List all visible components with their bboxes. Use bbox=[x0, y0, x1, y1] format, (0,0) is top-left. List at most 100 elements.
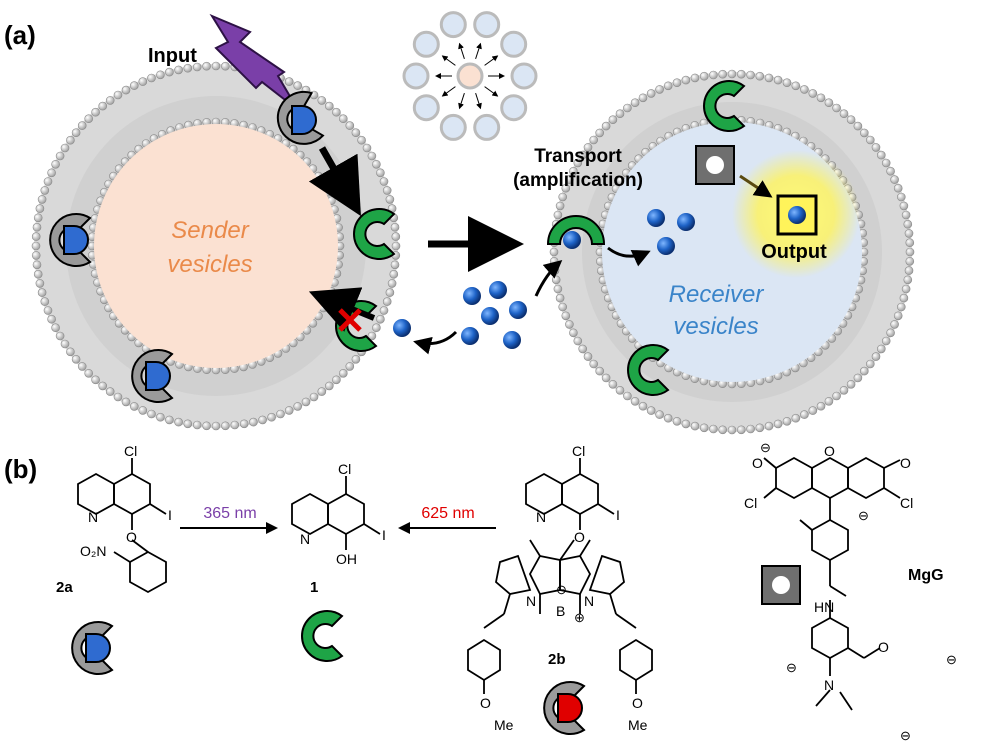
membrane-bead bbox=[663, 81, 673, 91]
cl-mgg-left: Cl bbox=[744, 495, 757, 511]
membrane-bead bbox=[156, 70, 165, 80]
vesicle-ring-member bbox=[402, 62, 430, 90]
structure-2b bbox=[467, 458, 653, 694]
membrane-bead bbox=[324, 381, 334, 391]
membrane-bead bbox=[681, 75, 691, 85]
membrane-bead bbox=[379, 177, 389, 186]
membrane-bead bbox=[890, 320, 899, 329]
membrane-bead bbox=[871, 143, 881, 152]
membrane-bead bbox=[60, 339, 70, 349]
membrane-bead bbox=[886, 166, 895, 176]
membrane-bead bbox=[746, 70, 755, 80]
membrane-bead bbox=[727, 425, 737, 435]
membrane-bead bbox=[681, 419, 691, 429]
membrane-bead bbox=[791, 413, 801, 423]
o-ome-left: O bbox=[480, 695, 491, 711]
membrane-bead bbox=[357, 135, 366, 145]
membrane-bead bbox=[351, 354, 361, 364]
membrane-bead bbox=[382, 186, 392, 195]
membrane-bead bbox=[71, 128, 81, 137]
cl-mgg-right: Cl bbox=[900, 495, 913, 511]
membrane-bead bbox=[372, 323, 381, 333]
membrane-bead bbox=[655, 410, 664, 419]
vesicle-ring-arrow bbox=[458, 42, 465, 60]
membrane-bead bbox=[569, 166, 578, 176]
membrane-bead bbox=[221, 61, 230, 71]
membrane-bead bbox=[904, 266, 914, 275]
membrane-bead bbox=[35, 204, 45, 213]
structure-1 bbox=[291, 476, 381, 550]
membrane-bead bbox=[782, 416, 792, 426]
vesicle-ring-arrow bbox=[458, 92, 465, 110]
membrane-bead bbox=[202, 421, 211, 431]
membrane-bead bbox=[578, 344, 588, 354]
o-ome-right: O bbox=[632, 695, 643, 711]
o-mgg-left: O bbox=[752, 455, 763, 471]
membrane-bead bbox=[40, 297, 50, 306]
membrane-bead bbox=[37, 195, 47, 204]
membrane-bead bbox=[98, 101, 107, 111]
arrow-365nm-label: 365 nm bbox=[203, 505, 256, 522]
membrane-bead bbox=[43, 177, 53, 186]
membrane-bead bbox=[709, 70, 718, 80]
b-2b: B bbox=[556, 603, 565, 619]
membrane-bead bbox=[40, 186, 50, 195]
membrane-bead bbox=[773, 419, 783, 429]
o-mgg-bridge: O bbox=[824, 443, 835, 459]
membrane-bead bbox=[390, 222, 400, 232]
receiver-vesicle: Receiver vesicles bbox=[549, 69, 915, 435]
membrane-bead bbox=[561, 311, 571, 321]
input-label: Input bbox=[148, 45, 197, 67]
membrane-bead bbox=[859, 128, 869, 138]
membrane-bead bbox=[583, 352, 593, 361]
sender-label-line2: vesicles bbox=[167, 251, 252, 278]
membrane-bead bbox=[896, 302, 906, 312]
membrane-bead bbox=[391, 241, 401, 251]
membrane-bead bbox=[573, 336, 583, 346]
membrane-bead bbox=[583, 143, 593, 152]
membrane-bead bbox=[121, 397, 131, 407]
membrane-bead bbox=[317, 387, 327, 396]
membrane-bead bbox=[345, 362, 355, 371]
membrane-bead bbox=[904, 229, 914, 238]
membrane-bead bbox=[387, 279, 397, 288]
membrane-bead bbox=[130, 81, 139, 90]
membrane-bead bbox=[800, 410, 809, 419]
membrane-bead bbox=[84, 368, 93, 378]
membrane-bead bbox=[376, 168, 385, 178]
vesicle-ring-member bbox=[439, 11, 467, 39]
membrane-bead bbox=[211, 421, 221, 431]
membrane-bead bbox=[51, 160, 60, 169]
membrane-bead bbox=[901, 284, 911, 294]
membrane-bead bbox=[890, 175, 899, 184]
membrane-bead bbox=[33, 213, 43, 223]
membrane-bead bbox=[655, 85, 664, 94]
membrane-bead bbox=[31, 251, 41, 260]
vesicle-ring-member bbox=[500, 30, 528, 58]
cl-1: Cl bbox=[338, 461, 351, 477]
compound-2a-label: 2a bbox=[56, 579, 73, 596]
membrane-bead bbox=[899, 293, 909, 303]
caged-ligand-2a-icon bbox=[71, 621, 114, 675]
membrane-bead bbox=[764, 73, 774, 83]
membrane-bead bbox=[578, 150, 588, 160]
membrane-bead bbox=[309, 392, 319, 402]
membrane-bead bbox=[174, 417, 183, 427]
membrane-bead bbox=[816, 93, 826, 103]
membrane-bead bbox=[338, 114, 348, 123]
membrane-bead bbox=[746, 424, 755, 434]
membrane-bead bbox=[376, 314, 385, 324]
me-ome-right: Me bbox=[628, 717, 648, 733]
membrane-bead bbox=[230, 420, 240, 430]
n-2b-right: N bbox=[584, 593, 594, 609]
membrane-bead bbox=[853, 373, 863, 383]
membrane-bead bbox=[832, 103, 841, 113]
membrane-bead bbox=[389, 269, 399, 279]
membrane-bead bbox=[881, 336, 891, 346]
membrane-bead bbox=[551, 275, 561, 285]
membrane-bead bbox=[60, 143, 70, 153]
hn-mgg: HN bbox=[814, 599, 834, 615]
membrane-bead bbox=[630, 98, 640, 107]
membrane-bead bbox=[32, 222, 42, 232]
vesicle-ring-member bbox=[473, 11, 501, 39]
